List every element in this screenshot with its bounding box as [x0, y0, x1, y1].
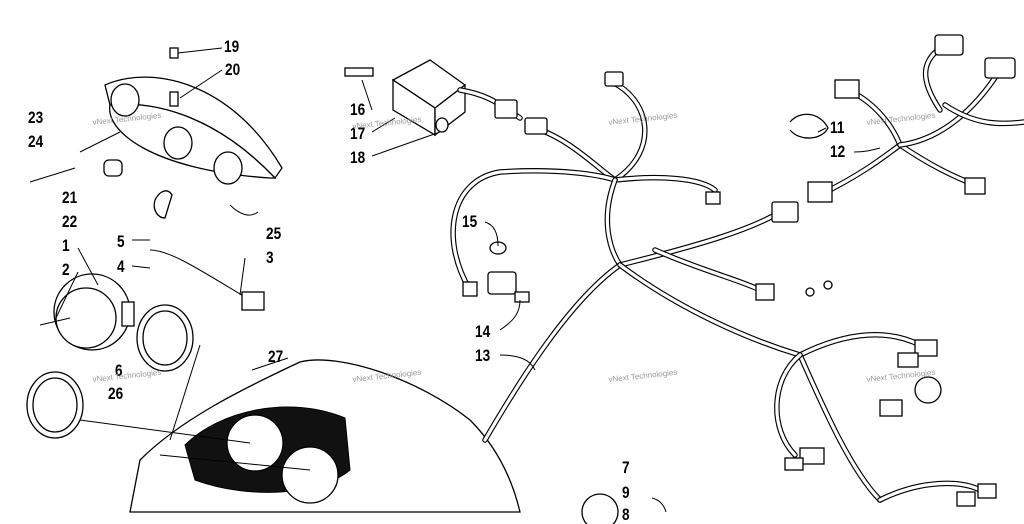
callout-8: 8 [622, 505, 630, 524]
callout-26: 26 [108, 384, 124, 403]
callout-6: 6 [115, 361, 123, 380]
callout-3: 3 [266, 248, 274, 267]
callout-15: 15 [462, 212, 478, 231]
callout-17: 17 [350, 124, 366, 143]
connectors [462, 34, 1016, 524]
headlight-assembly [104, 47, 283, 185]
gauge [26, 249, 265, 439]
callout-25: 25 [266, 224, 282, 243]
bulb-socket-parts [29, 131, 259, 219]
callout-20: 20 [225, 60, 241, 79]
callout-13: 13 [475, 346, 491, 365]
callout-2: 2 [62, 260, 70, 279]
callout-11: 11 [830, 118, 845, 137]
callout-19: 19 [224, 37, 240, 56]
callout-5: 5 [117, 232, 125, 251]
voltage-regulator [344, 59, 467, 137]
callout-12: 12 [830, 142, 846, 161]
callout-24: 24 [28, 132, 44, 151]
callout-22: 22 [62, 212, 78, 231]
callout-23: 23 [28, 108, 44, 127]
callout-14: 14 [475, 322, 491, 341]
callout-27: 27 [268, 347, 284, 366]
callout-4: 4 [117, 257, 125, 276]
callout-1: 1 [62, 236, 70, 255]
callout-18: 18 [350, 148, 366, 167]
callout-7: 7 [622, 458, 630, 477]
wiring-harness-diagram [26, 34, 1024, 524]
callout-16: 16 [350, 100, 366, 119]
dash-panel [79, 344, 521, 513]
callout-9: 9 [622, 483, 630, 502]
callout-21: 21 [62, 188, 78, 207]
main-wiring-harness [450, 42, 1024, 503]
leader-lines [54, 47, 881, 513]
